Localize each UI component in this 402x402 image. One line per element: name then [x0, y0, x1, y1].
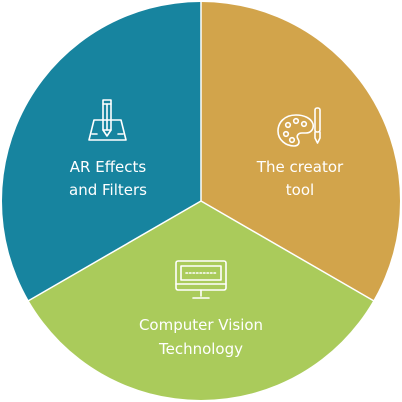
label-ar-line1: AR Effects	[70, 158, 147, 176]
pencil-ruler-icon	[88, 99, 127, 141]
label-ar-line2: and Filters	[69, 181, 147, 199]
separator-left	[27, 200, 202, 302]
separator-right	[200, 200, 375, 302]
segment-ar-effects	[1, 2, 201, 301]
segment-creator-tool	[201, 2, 401, 301]
label-creator-line1: The creator	[256, 158, 344, 176]
segment-separators	[27, 1, 375, 302]
monitor-icon	[175, 260, 227, 299]
label-creator-line2: tool	[286, 181, 314, 199]
label-cv-line2: Technology	[158, 340, 243, 358]
label-cv-line1: Computer Vision	[139, 316, 263, 334]
palette-brush-icon	[277, 107, 321, 147]
